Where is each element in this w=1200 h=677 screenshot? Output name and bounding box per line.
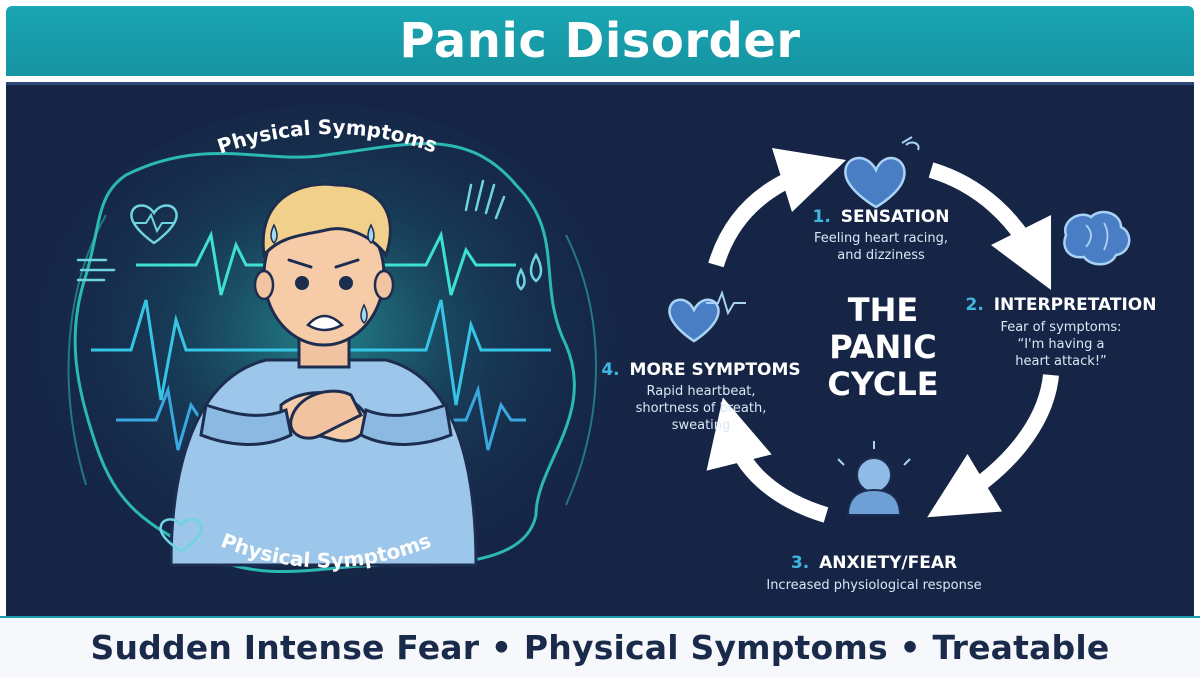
water-drop-icon [516,252,543,291]
stage-number: 1. [813,207,831,227]
stage-name: MORE SYMPTOMS [630,360,801,380]
heart-pulse-icon [130,204,178,245]
stage-number: 3. [791,553,809,573]
stage-desc-line: Fear of symptoms: [1000,320,1121,335]
stage-desc-line: shortness of breath, [636,401,767,416]
svg-text:1. SENSATION: 1. SENSATION [813,207,950,227]
stage-number: 2. [966,295,984,315]
stage-desc-line: and dizziness [837,248,925,263]
heart-pulse-icon-stage4 [668,289,746,343]
person-body [169,358,478,567]
stage-name: SENSATION [841,207,950,227]
footer-tagline: Sudden Intense Fear • Physical Symptoms … [90,628,1110,667]
stage-interpretation: 2. INTERPRETATION Fear of symptoms: “I'm… [966,295,1157,369]
svg-text:2. INTERPRETATION: 2. INTERPRETATION [966,295,1157,315]
footer-banner: Sudden Intense Fear • Physical Symptoms … [0,616,1200,677]
cycle-arrow-2 [928,162,1052,291]
panic-cycle: THE PANIC CYCLE 1. SENSATION Feeling hea… [601,136,1157,593]
stage-desc-line: Rapid heartbeat, [646,384,755,399]
title-banner: Panic Disorder [6,6,1194,76]
person-hair [261,182,392,259]
cycle-center-line-2: PANIC [829,328,936,366]
stage-name: ANXIETY/FEAR [819,553,957,573]
cycle-arrow-3 [927,373,1059,518]
main-panel: Physical Symptoms Physical Symptoms [6,82,1194,618]
anxious-person-icon [837,441,911,516]
svg-text:3. ANXIETY/FEAR: 3. ANXIETY/FEAR [791,553,957,573]
stage-more-symptoms: 4. MORE SYMPTOMS Rapid heartbeat, shortn… [601,360,800,433]
shaking-hand-icon [464,179,506,220]
cycle-center-line-1: THE [848,291,918,329]
person-illustration: Physical Symptoms Physical Symptoms [26,105,626,605]
wavy-border [73,142,576,574]
stage-desc-line: “I'm having a [1017,337,1104,352]
stage-desc-line: sweating [672,418,731,433]
stage-anxiety-fear: 3. ANXIETY/FEAR Increased physiological … [766,553,981,593]
stage-sensation: 1. SENSATION Feeling heart racing, and d… [813,207,950,263]
svg-text:4. MORE SYMPTOMS: 4. MORE SYMPTOMS [601,360,800,380]
cycle-arrow-4 [706,397,829,523]
wind-icon [76,258,116,282]
stage-number: 4. [601,360,619,380]
sweat-drop-icon [270,223,278,245]
brain-icon [1063,210,1131,266]
page-title: Panic Disorder [399,13,801,69]
main-illustration: Physical Symptoms Physical Symptoms [26,105,1157,605]
stage-desc-line: Increased physiological response [766,578,981,593]
stage-name: INTERPRETATION [994,295,1157,315]
stage-desc-line: heart attack!” [1015,354,1107,369]
cycle-center-line-3: CYCLE [827,365,938,403]
heart-icon [844,136,920,209]
cycle-arrow-1 [708,147,847,268]
heart-pulse-icon-bottom [159,518,203,553]
stage-desc-line: Feeling heart racing, [814,231,948,246]
